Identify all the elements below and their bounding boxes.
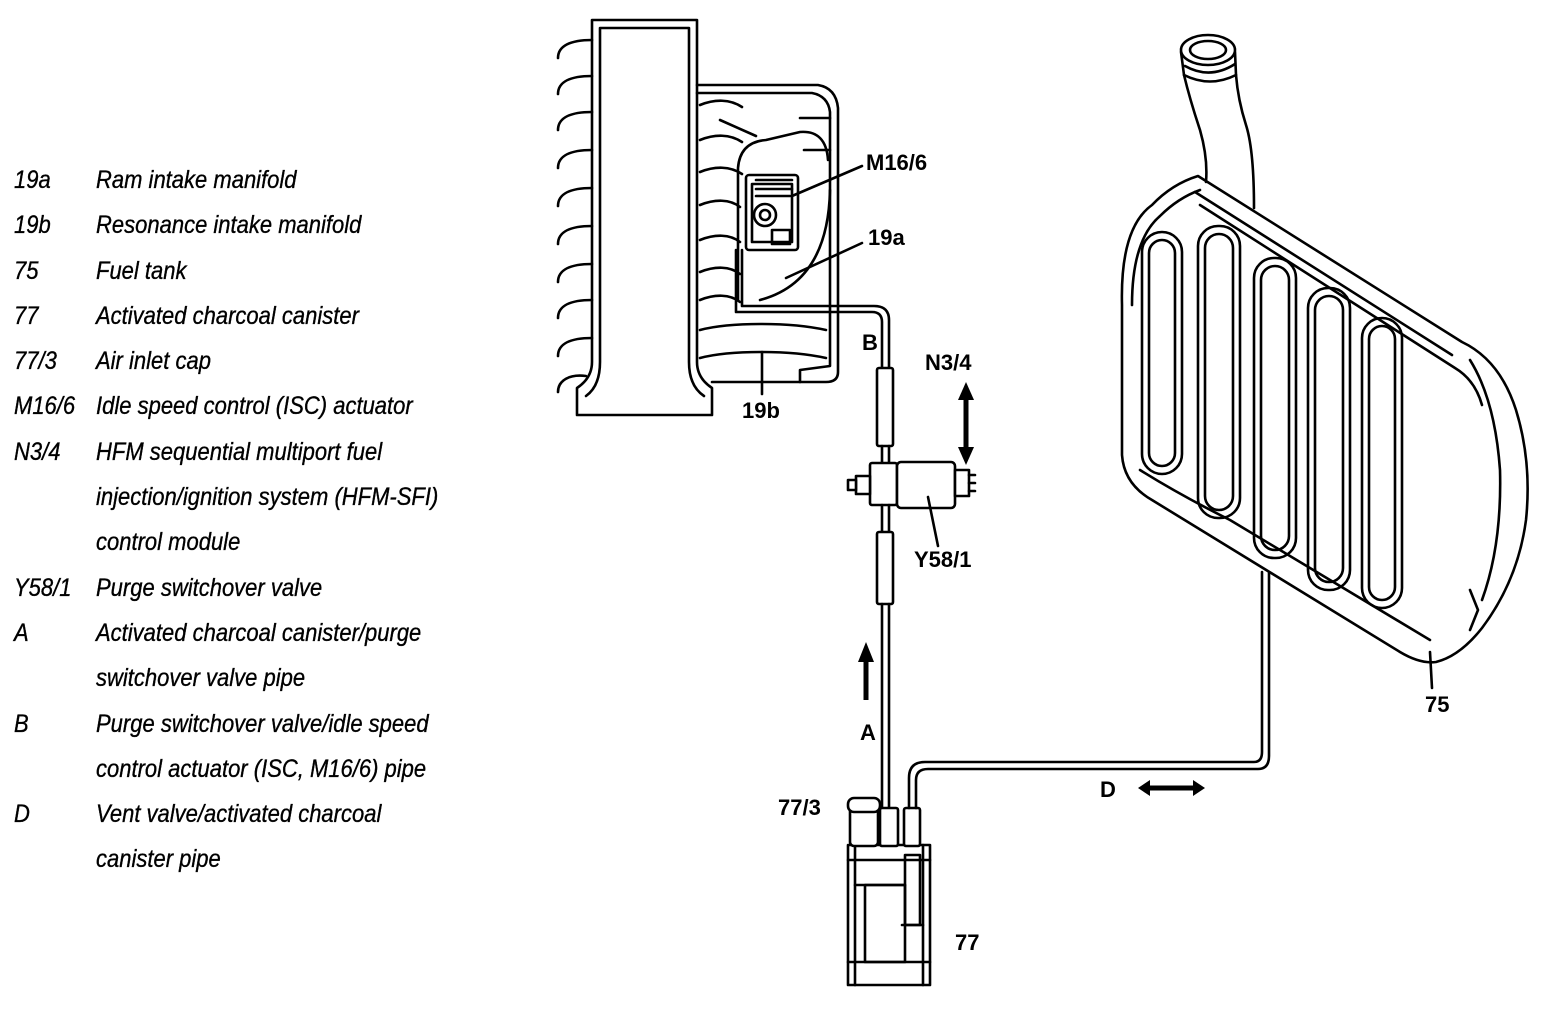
legend-text: Ram intake manifold: [96, 166, 297, 194]
label-77-3: 77/3: [778, 795, 821, 820]
purge-switchover-valve: [846, 460, 977, 510]
pipe-a: [875, 503, 895, 812]
legend-text: Activated charcoal canister/purge: [96, 618, 422, 647]
legend-text: control actuator (ISC, M16/6) pipe: [96, 754, 427, 783]
legend-item-d: D Vent valve/activated charcoal canister…: [0, 792, 540, 883]
leader-lines: [760, 164, 1434, 690]
legend-text: Air inlet cap: [96, 347, 211, 376]
legend-text: HFM sequential multiport fuel: [96, 437, 383, 466]
canister-nipples: [878, 806, 922, 848]
label-n3-4: N3/4: [925, 350, 972, 375]
legend-code: M16/6: [14, 392, 76, 421]
legend-text: Vent valve/activated charcoal: [96, 800, 382, 829]
legend-text: injection/ignition system (HFM-SFI): [96, 483, 439, 512]
legend-text: control module: [96, 528, 241, 557]
legend-item-a: A Activated charcoal canister/purge swit…: [0, 611, 540, 702]
legend-code: D: [14, 800, 30, 829]
legend-text: Resonance intake manifold: [96, 211, 362, 240]
fuel-tank: [1120, 33, 1529, 664]
legend-item-m16-6: M16/6 Idle speed control (ISC) actuator: [0, 384, 540, 429]
legend-code: N3/4: [14, 437, 61, 466]
flow-arrow-a: [858, 642, 874, 700]
legend-code: 77: [14, 301, 39, 330]
legend-code: B: [14, 709, 29, 738]
legend-text: switchover valve pipe: [96, 664, 306, 693]
legend-code: 75: [14, 256, 39, 285]
isc-actuator: [744, 173, 800, 252]
legend-text: Purge switchover valve: [96, 573, 323, 602]
legend-text: Purge switchover valve/idle speed: [96, 709, 429, 738]
legend-code: 77/3: [14, 347, 57, 376]
legend-code: Y58/1: [14, 573, 72, 602]
ram-intake-manifold: [556, 18, 714, 417]
label-b: B: [862, 330, 878, 355]
label-a: A: [860, 720, 876, 745]
air-inlet-cap: [846, 796, 882, 848]
label-19b: 19b: [742, 398, 780, 423]
flow-arrow-n3-4: [958, 382, 974, 465]
legend-item-75: 75 Fuel tank: [0, 249, 540, 294]
legend-item-77-3: 77/3 Air inlet cap: [0, 339, 540, 384]
legend: 19a Ram intake manifold 19b Resonance in…: [0, 158, 540, 883]
label-75: 75: [1425, 692, 1449, 717]
legend-code: A: [14, 618, 29, 647]
legend-item-19b: 19b Resonance intake manifold: [0, 203, 540, 248]
flow-arrow-d: [1138, 780, 1205, 796]
legend-item-77: 77 Activated charcoal canister: [0, 294, 540, 339]
pipe-b: [734, 248, 895, 465]
legend-text: Idle speed control (ISC) actuator: [96, 392, 413, 421]
legend-text: Fuel tank: [96, 256, 187, 285]
label-19a: 19a: [868, 225, 905, 250]
pipe-d: [907, 570, 1271, 810]
legend-code: 19a: [14, 166, 51, 194]
label-y58-1: Y58/1: [914, 547, 972, 572]
legend-text: Activated charcoal canister: [96, 301, 359, 330]
legend-item-n3-4: N3/4 HFM sequential multiport fuel injec…: [0, 430, 540, 566]
legend-item-y58-1: Y58/1 Purge switchover valve: [0, 566, 540, 611]
legend-item-b: B Purge switchover valve/idle speed cont…: [0, 702, 540, 793]
label-d: D: [1100, 777, 1116, 802]
legend-text: canister pipe: [96, 845, 221, 874]
legend-code: 19b: [14, 211, 51, 240]
label-m16-6: M16/6: [866, 150, 927, 175]
label-77: 77: [955, 930, 979, 955]
legend-item-19a: 19a Ram intake manifold: [0, 158, 540, 203]
charcoal-canister: [846, 843, 932, 987]
